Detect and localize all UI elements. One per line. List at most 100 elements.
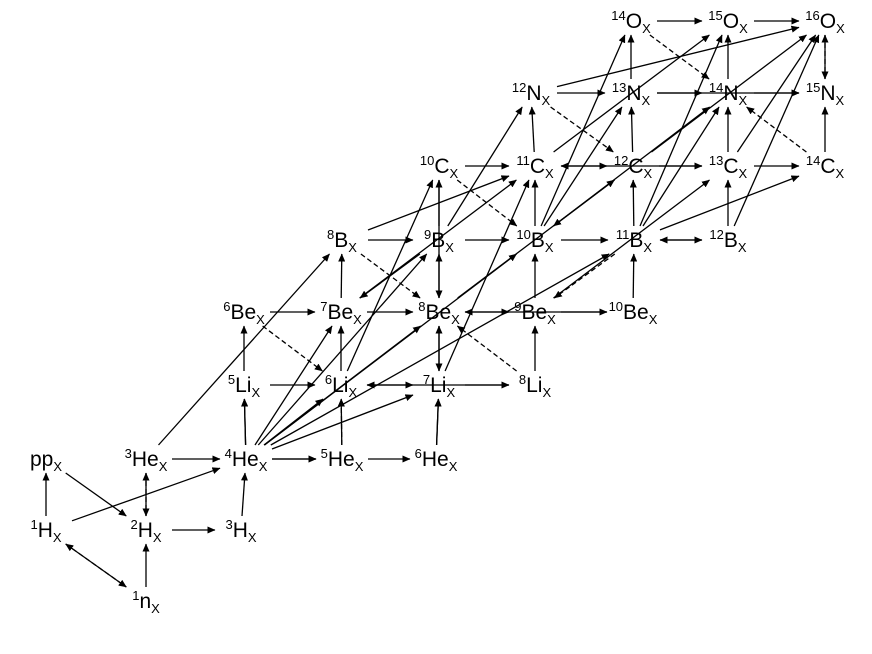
nuclide-Be6-sup: 6 <box>223 299 230 314</box>
nuclide-n1-sub: X <box>151 601 160 616</box>
svg-text:5LiX: 5LiX <box>228 372 261 400</box>
decay-arrow-Li8-to-Be8 <box>457 325 517 372</box>
nuclide-B12-sub: X <box>738 240 747 255</box>
svg-text:16OX: 16OX <box>805 8 845 36</box>
svg-text:10BeX: 10BeX <box>609 299 658 327</box>
svg-text:8BeX: 8BeX <box>418 299 460 327</box>
nuclide-Be8-sym: Be <box>425 301 451 324</box>
nuclide-Li7-sub: X <box>446 385 455 400</box>
nuclide-N13-sym: N <box>626 82 641 105</box>
reaction-arrow-C11-to-O15 <box>553 34 710 153</box>
nuclide-N14-sym: N <box>723 82 738 105</box>
nuclide-B9-sup: 9 <box>424 227 431 242</box>
nuclide-B8-sub: X <box>348 240 357 255</box>
nuclide-O16-sup: 16 <box>805 8 819 23</box>
nuclide-N13-sub: X <box>641 93 650 108</box>
nuclide-He6: 6HeX <box>415 446 458 474</box>
nuclide-N14-sup: 14 <box>709 80 723 95</box>
reaction-arrow-n1-to-H1 <box>65 543 127 588</box>
nuclide-Be7-sup: 7 <box>320 299 327 314</box>
svg-text:10CX: 10CX <box>420 153 459 181</box>
nuclide-B9-sym: B <box>431 229 445 252</box>
nuclide-Be8-sub: X <box>451 312 460 327</box>
nuclide-B11: 11BX <box>616 227 653 255</box>
nuclide-He4-sym: He <box>232 448 259 471</box>
nuclide-C12: 12CX <box>614 153 653 181</box>
nuclide-Li5-sup: 5 <box>228 372 235 387</box>
nuclide-Be7-sub: X <box>353 312 362 327</box>
svg-text:9BX: 9BX <box>424 227 454 255</box>
nuclide-Li6-sup: 6 <box>325 372 332 387</box>
nuclide-N12: 12NX <box>512 80 551 108</box>
nuclide-Be9-sup: 9 <box>514 299 521 314</box>
decay-arrow-C10-to-B10 <box>456 179 518 227</box>
nuclide-C10: 10CX <box>420 153 459 181</box>
svg-text:10BX: 10BX <box>516 227 553 255</box>
nuclide-He6-sub: X <box>449 459 458 474</box>
nuclide-O15: 15OX <box>708 8 748 36</box>
nuclide-H2-sup: 2 <box>130 517 137 532</box>
nuclide-B10-sub: X <box>545 240 554 255</box>
nuclide-Li8: 8LiX <box>519 372 552 400</box>
nuclide-He6-sym: He <box>422 448 449 471</box>
svg-text:8LiX: 8LiX <box>519 372 552 400</box>
nuclide-N15: 15NX <box>806 80 845 108</box>
reaction-arrow-He4-to-Be7 <box>254 325 333 446</box>
nuclide-B8-sup: 8 <box>327 227 334 242</box>
svg-text:7BeX: 7BeX <box>320 299 362 327</box>
decay-arrow-Be6-to-Li6 <box>262 325 323 372</box>
nuclide-Li6-sub: X <box>348 385 357 400</box>
nuclide-N12-sup: 12 <box>512 80 526 95</box>
nuclide-Be8-sup: 8 <box>418 299 425 314</box>
nuclide-Be7-sym: Be <box>327 301 353 324</box>
nuclide-N13-sup: 13 <box>612 80 626 95</box>
svg-text:5HeX: 5HeX <box>321 446 364 474</box>
nuclide-Li7-sym: Li <box>430 374 446 397</box>
nuclide-Be9: 9BeX <box>514 299 556 327</box>
reaction-arrows <box>42 17 829 588</box>
reaction-arrow-C12-to-N13 <box>628 106 636 153</box>
nuclide-Be6-sub: X <box>256 312 265 327</box>
reaction-arrow-B12-to-O16 <box>733 34 820 227</box>
nuclide-H1-sup: 1 <box>30 517 37 532</box>
svg-text:6LiX: 6LiX <box>325 372 358 400</box>
nuclide-H3-sym: H <box>233 519 248 542</box>
nuclide-B11-sub: X <box>643 240 652 255</box>
nuclide-H1: 1HX <box>30 517 61 545</box>
nuclide-N12-sub: X <box>541 93 550 108</box>
nuclide-C11-sup: 11 <box>516 153 530 168</box>
svg-text:12NX: 12NX <box>512 80 551 108</box>
reaction-arrow-B11-to-C12 <box>629 179 637 227</box>
nuclide-C11-sym: C <box>530 155 545 178</box>
nuclide-B12: 12BX <box>709 227 746 255</box>
nuclide-He5-sub: X <box>355 459 364 474</box>
decay-arrow-B11-to-Be9 <box>553 253 616 299</box>
svg-text:13NX: 13NX <box>612 80 651 108</box>
reaction-arrow-He4-to-B11 <box>270 253 610 446</box>
nuclide-H2: 2HX <box>130 517 161 545</box>
svg-text:8BX: 8BX <box>327 227 357 255</box>
nuclide-Be6-sym: Be <box>230 301 256 324</box>
svg-text:14CX: 14CX <box>806 153 845 181</box>
nuclide-H3-sup: 3 <box>225 517 232 532</box>
reaction-arrow-H1-to-He4 <box>71 467 221 522</box>
nuclide-H2-sym: H <box>138 519 153 542</box>
nuclide-O14: 14OX <box>611 8 651 36</box>
nuclide-Li5: 5LiX <box>228 372 261 400</box>
svg-text:12BX: 12BX <box>709 227 746 255</box>
svg-text:11BX: 11BX <box>616 227 653 255</box>
nuclide-C14: 14CX <box>806 153 845 181</box>
nuclide-O15-sup: 15 <box>708 8 722 23</box>
nuclide-He4-sup: 4 <box>225 446 232 461</box>
nuclide-pp-sub: X <box>53 459 62 474</box>
nuclide-Li8-sup: 8 <box>519 372 526 387</box>
reaction-arrow-B9-to-Be7 <box>359 253 421 299</box>
svg-text:4HeX: 4HeX <box>225 446 268 474</box>
svg-text:6BeX: 6BeX <box>223 299 265 327</box>
nuclide-He3-sym: He <box>132 448 159 471</box>
reaction-arrow-He4-to-Li7 <box>271 394 414 450</box>
nuclide-C14-sub: X <box>835 166 844 181</box>
nuclide-B8: 8BX <box>327 227 357 255</box>
nuclide-Be8: 8BeX <box>418 299 460 327</box>
reaction-arrow-He4-to-B9 <box>257 253 428 446</box>
